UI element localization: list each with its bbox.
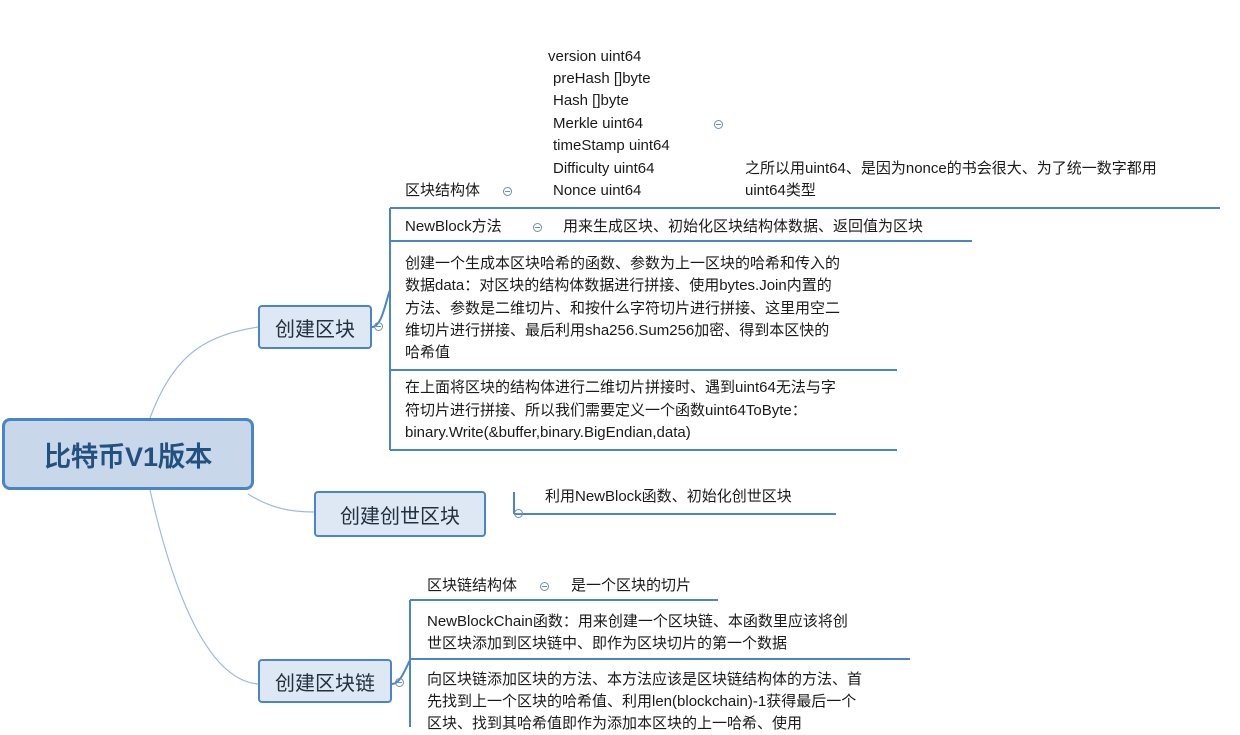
collapse-icon[interactable]: [395, 678, 404, 687]
genesis-desc: 利用NewBlock函数、初始化创世区块: [545, 488, 792, 505]
uint64-note-line3: binary.Write(&buffer,binary.BigEndian,da…: [405, 424, 691, 441]
branch-create-genesis-label: 创建创世区块: [340, 505, 460, 528]
collapse-icon[interactable]: [503, 187, 512, 196]
branch-create-block[interactable]: 创建区块: [258, 305, 372, 349]
hash-func-line5: 哈希值: [405, 344, 451, 361]
chain-struct-label[interactable]: 区块链结构体: [427, 577, 518, 594]
newblock-desc: 用来生成区块、初始化区块结构体数据、返回值为区块: [563, 218, 924, 235]
field-difficulty: Difficulty uint64: [553, 160, 655, 177]
hash-func-line2: 数据data：对区块的结构体数据进行拼接、使用bytes.Join内置的: [405, 277, 832, 294]
nonce-note-line1: 之所以用uint64、是因为nonce的书会很大、为了统一数字都用: [745, 160, 1157, 177]
collapse-icon[interactable]: [540, 582, 549, 591]
root-node[interactable]: 比特币V1版本: [2, 418, 254, 490]
newblock-label[interactable]: NewBlock方法: [405, 218, 502, 235]
field-version: version uint64: [548, 48, 642, 65]
field-hash: Hash []byte: [553, 92, 629, 109]
branch-create-chain[interactable]: 创建区块链: [258, 659, 392, 703]
add-block-line2: 先找到上一个区块的哈希值、利用len(blockchain)-1获得最后一个: [427, 693, 857, 710]
new-chain-line1: NewBlockChain函数：用来创建一个区块链、本函数里应该将创: [427, 613, 848, 630]
field-nonce: Nonce uint64: [553, 182, 642, 199]
branch-create-genesis[interactable]: 创建创世区块: [314, 491, 486, 537]
field-prehash: preHash []byte: [553, 70, 651, 87]
add-block-line1: 向区块链添加区块的方法、本方法应该是区块链结构体的方法、首: [427, 671, 863, 688]
add-block-line3: 区块、找到其哈希值即作为添加本区块的上一哈希、使用: [427, 715, 803, 732]
root-label: 比特币V1版本: [43, 441, 213, 472]
uint64-note-line2: 符切片进行拼接、所以我们需要定义一个函数uint64ToByte：: [405, 402, 807, 419]
hash-func-line3: 方法、参数是二维切片、和按什么字符切片进行拼接、这里用空二: [405, 300, 841, 317]
branch-create-block-label: 创建区块: [275, 318, 355, 341]
hash-func-line1: 创建一个生成本区块哈希的函数、参数为上一区块的哈希和传入的: [405, 255, 841, 272]
field-merkle: Merkle uint64: [553, 115, 644, 132]
collapse-icon[interactable]: [514, 509, 523, 518]
hash-func-line4: 维切片进行拼接、最后利用sha256.Sum256加密、得到本区快的: [405, 322, 830, 339]
field-timestamp: timeStamp uint64: [553, 137, 670, 154]
chain-struct-desc: 是一个区块的切片: [571, 577, 692, 594]
uint64-note-line1: 在上面将区块的结构体进行二维切片拼接时、遇到uint64无法与字: [405, 379, 836, 396]
collapse-icon[interactable]: [714, 120, 723, 129]
nonce-note-line2: uint64类型: [745, 182, 816, 199]
block-struct-label[interactable]: 区块结构体: [405, 182, 481, 199]
collapse-icon[interactable]: [374, 322, 383, 331]
branch-create-chain-label: 创建区块链: [275, 672, 375, 695]
collapse-icon[interactable]: [533, 223, 542, 232]
new-chain-line2: 世区块添加到区块链中、即作为区块切片的第一个数据: [427, 635, 788, 652]
